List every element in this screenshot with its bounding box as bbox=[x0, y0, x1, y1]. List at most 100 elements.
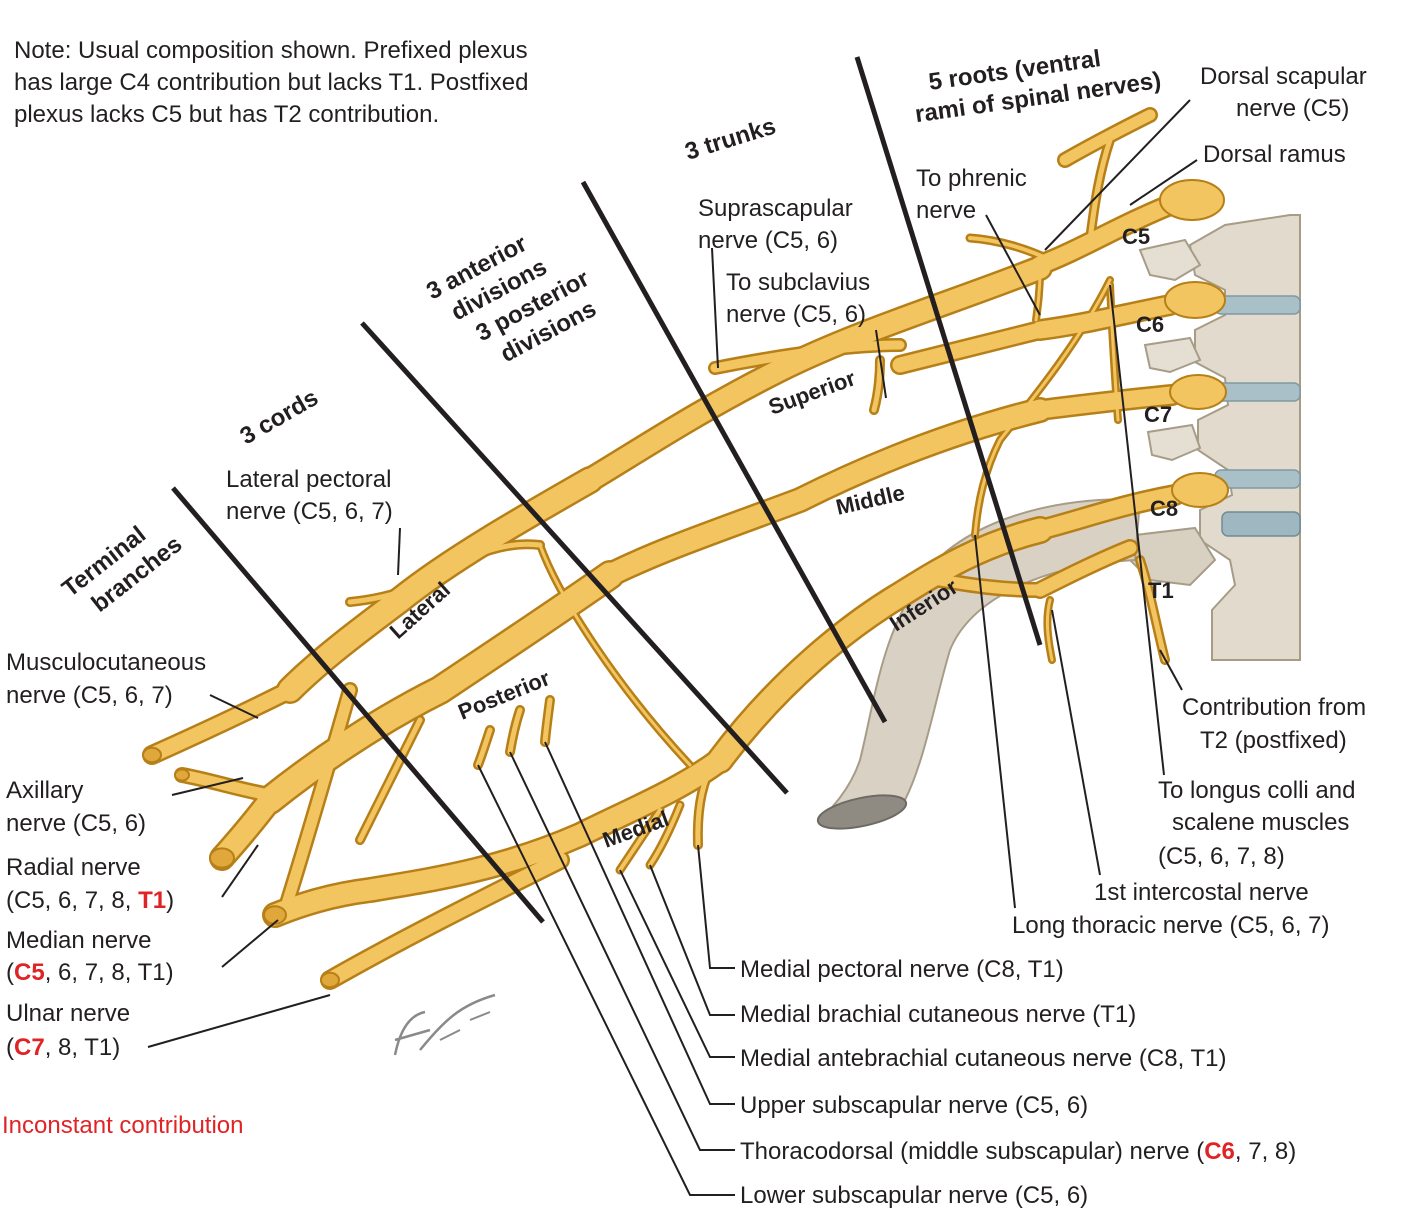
median-inconstant-root: C5 bbox=[14, 959, 45, 986]
subclavius-nerve bbox=[871, 357, 883, 413]
ulnar-nerve bbox=[322, 852, 568, 988]
musculocutaneous-label-1: Musculocutaneous bbox=[6, 649, 206, 676]
median-roots-text: , 6, 7, 8, T1) bbox=[45, 959, 174, 986]
musculocutaneous-label-2: nerve (C5, 6, 7) bbox=[6, 682, 173, 709]
trunk-superior-nerve bbox=[579, 257, 1051, 491]
radial-label-2: (C5, 6, 7, 8, T1) bbox=[6, 887, 174, 914]
longus-colli-label-2: scalene muscles bbox=[1172, 809, 1349, 836]
long-thoracic-nerve bbox=[973, 278, 1112, 537]
upper-subscapular-label: Upper subscapular nerve (C5, 6) bbox=[740, 1092, 1088, 1119]
posterior-branch-1-nerve bbox=[357, 717, 423, 843]
subclavius-label-1: To subclavius bbox=[726, 269, 870, 296]
root-c7-nerve bbox=[1031, 386, 1181, 419]
radial-inconstant-root: T1 bbox=[138, 887, 166, 914]
root-c5-label: C5 bbox=[1122, 224, 1150, 249]
phrenic-label-1: To phrenic bbox=[916, 165, 1027, 192]
thoracodorsal-text: Thoracodorsal (middle subscapular) nerve… bbox=[740, 1138, 1204, 1165]
dorsal-scapular-label-2: nerve (C5) bbox=[1236, 95, 1349, 122]
median-roots-open: ( bbox=[6, 959, 14, 986]
cords-header: 3 cords bbox=[236, 384, 323, 450]
posterior-cord-nerve bbox=[257, 562, 623, 813]
longus-colli-label-3: (C5, 6, 7, 8) bbox=[1158, 843, 1285, 870]
terminal-header: Terminal branches bbox=[57, 521, 187, 618]
axillary-label-1: Axillary bbox=[6, 777, 83, 804]
median-label-2: (C5, 6, 7, 8, T1) bbox=[6, 959, 174, 986]
root-c6-label: C6 bbox=[1136, 312, 1164, 337]
ulnar-roots-open: ( bbox=[6, 1034, 14, 1061]
thoracodorsal-roots-text: , 7, 8) bbox=[1235, 1138, 1296, 1165]
medial-brachial-nerve bbox=[648, 803, 682, 867]
note-line-1: Note: Usual composition shown. Prefixed … bbox=[14, 37, 528, 64]
median-lateral-root-nerve bbox=[279, 684, 356, 916]
root-t1-nerve bbox=[1033, 541, 1137, 597]
cords-divider-line bbox=[171, 486, 545, 924]
thoracodorsal-label: Thoracodorsal (middle subscapular) nerve… bbox=[740, 1138, 1296, 1165]
medial-pectoral-nerve bbox=[695, 767, 713, 848]
phrenic-label-2: nerve bbox=[916, 197, 976, 224]
root-c5-nerve bbox=[1031, 196, 1179, 274]
first-intercostal-nerve bbox=[1045, 598, 1054, 662]
contribution-t2-label-2: T2 (postfixed) bbox=[1200, 727, 1347, 754]
medial-brachial-label: Medial brachial cutaneous nerve (T1) bbox=[740, 1001, 1136, 1028]
ulnar-roots-text: , 8, T1) bbox=[45, 1034, 121, 1061]
subclavius-label-2: nerve (C5, 6) bbox=[726, 301, 866, 328]
root-t1-label: T1 bbox=[1148, 578, 1174, 603]
lateral-pectoral-nerve bbox=[347, 541, 543, 605]
median-label-1: Median nerve bbox=[6, 927, 151, 954]
posterior-branch-2-nerve bbox=[475, 727, 493, 768]
contribution-t2-label-1: Contribution from bbox=[1182, 694, 1366, 721]
suprascapular-nerve bbox=[710, 340, 905, 373]
axillary-label-2: nerve (C5, 6) bbox=[6, 810, 146, 837]
leader-lines bbox=[147, 99, 1198, 1196]
artist-signature bbox=[393, 993, 496, 1056]
cut-nerve-end bbox=[263, 905, 287, 925]
t2-contribution-nerve bbox=[1137, 557, 1168, 663]
root-c7-label: C7 bbox=[1144, 402, 1172, 427]
lateral-pectoral-label-1: Lateral pectoral bbox=[226, 466, 391, 493]
first-rib bbox=[816, 498, 1142, 830]
dorsal-scapular-nerve-nerve bbox=[1059, 109, 1156, 166]
trunk-superior-b-nerve bbox=[892, 322, 1048, 373]
cut-nerve-end bbox=[142, 746, 162, 764]
lateral-pectoral-label-2: nerve (C5, 6, 7) bbox=[226, 498, 393, 525]
dorsal-ramus-label: Dorsal ramus bbox=[1203, 141, 1346, 168]
divisions-divider-line bbox=[360, 321, 789, 795]
ulnar-label-2: (C7, 8, T1) bbox=[6, 1034, 120, 1061]
thoracodorsal-inconstant-root: C6 bbox=[1204, 1138, 1235, 1165]
lower-subscapular-label: Lower subscapular nerve (C5, 6) bbox=[740, 1182, 1088, 1209]
radial-roots-close: ) bbox=[166, 887, 174, 914]
first-intercostal-label: 1st intercostal nerve bbox=[1094, 879, 1309, 906]
inferior-t1-join-nerve bbox=[934, 574, 1046, 596]
trunks-divider-line bbox=[580, 180, 888, 724]
longus-colli-label-1: To longus colli and bbox=[1158, 777, 1355, 804]
axillary-nerve bbox=[176, 769, 276, 801]
trunk-middle-nerve bbox=[599, 399, 1051, 586]
musculocutaneous-nerve bbox=[144, 682, 298, 763]
ulnar-label-1: Ulnar nerve bbox=[6, 1000, 130, 1027]
nerve-network bbox=[142, 107, 1186, 990]
suprascapular-label-1: Suprascapular bbox=[698, 195, 853, 222]
trunk-inferior-nerve bbox=[708, 518, 1052, 772]
suprascapular-label-2: nerve (C5, 6) bbox=[698, 227, 838, 254]
phrenic-branch-nerve bbox=[968, 236, 1052, 262]
dorsal-scapular-label-1: Dorsal scapular bbox=[1200, 63, 1367, 90]
trunks-header: 3 trunks bbox=[682, 113, 779, 166]
medial-antebrachial-label: Medial antebrachial cutaneous nerve (C8,… bbox=[740, 1045, 1227, 1072]
radial-roots-text: (C5, 6, 7, 8, bbox=[6, 887, 138, 914]
medial-loop-nerve bbox=[538, 543, 692, 767]
root-ganglia bbox=[1159, 179, 1229, 508]
cut-nerve-end bbox=[320, 971, 340, 989]
root-c8-label: C8 bbox=[1150, 496, 1178, 521]
note-line-3: plexus lacks C5 but has T2 contribution. bbox=[14, 101, 439, 128]
roots-divider-line bbox=[854, 56, 1043, 646]
cut-nerve-end bbox=[174, 768, 190, 782]
roots-header: 5 roots (ventral rami of spinal nerves) bbox=[913, 45, 1162, 128]
radial-label-1: Radial nerve bbox=[6, 854, 141, 881]
medial-antebrachial-nerve bbox=[618, 808, 662, 872]
root-c6-nerve bbox=[1031, 296, 1179, 339]
long-thoracic-label: Long thoracic nerve (C5, 6, 7) bbox=[1012, 912, 1330, 939]
root-c8-nerve bbox=[1031, 486, 1184, 539]
dorsal-scapular-branch-nerve bbox=[1087, 137, 1113, 243]
posterior-branch-3-nerve bbox=[507, 707, 523, 755]
